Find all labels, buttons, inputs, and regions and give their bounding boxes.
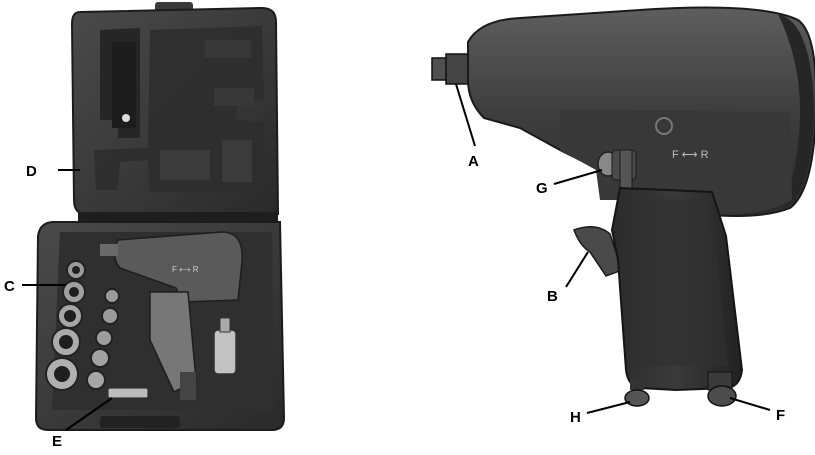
- callout-B: B: [547, 288, 558, 305]
- extension-bar-image: [107, 387, 149, 399]
- callout-C: C: [4, 278, 15, 295]
- carry-case-image: F ⟷ R: [34, 2, 286, 431]
- air-fitting: [213, 317, 237, 375]
- tool-marking-small: F ⟷ R: [172, 265, 199, 274]
- impact-wrench-image: F ⟷ R: [431, 6, 815, 407]
- callout-G: G: [536, 180, 548, 197]
- air-inlet-image: [707, 371, 737, 407]
- case-impact-wrench: F ⟷ R: [100, 231, 243, 400]
- air-regulator-image: [624, 378, 650, 407]
- callout-H: H: [570, 409, 581, 426]
- fr-selector: [597, 149, 637, 189]
- callout-A: A: [468, 153, 479, 170]
- callout-E: E: [52, 433, 62, 450]
- callout-D: D: [26, 163, 37, 180]
- callout-F: F: [776, 407, 785, 424]
- sockets-set: [45, 260, 120, 391]
- tool-marking: F ⟷ R: [672, 149, 709, 161]
- leader-lines: [22, 83, 771, 431]
